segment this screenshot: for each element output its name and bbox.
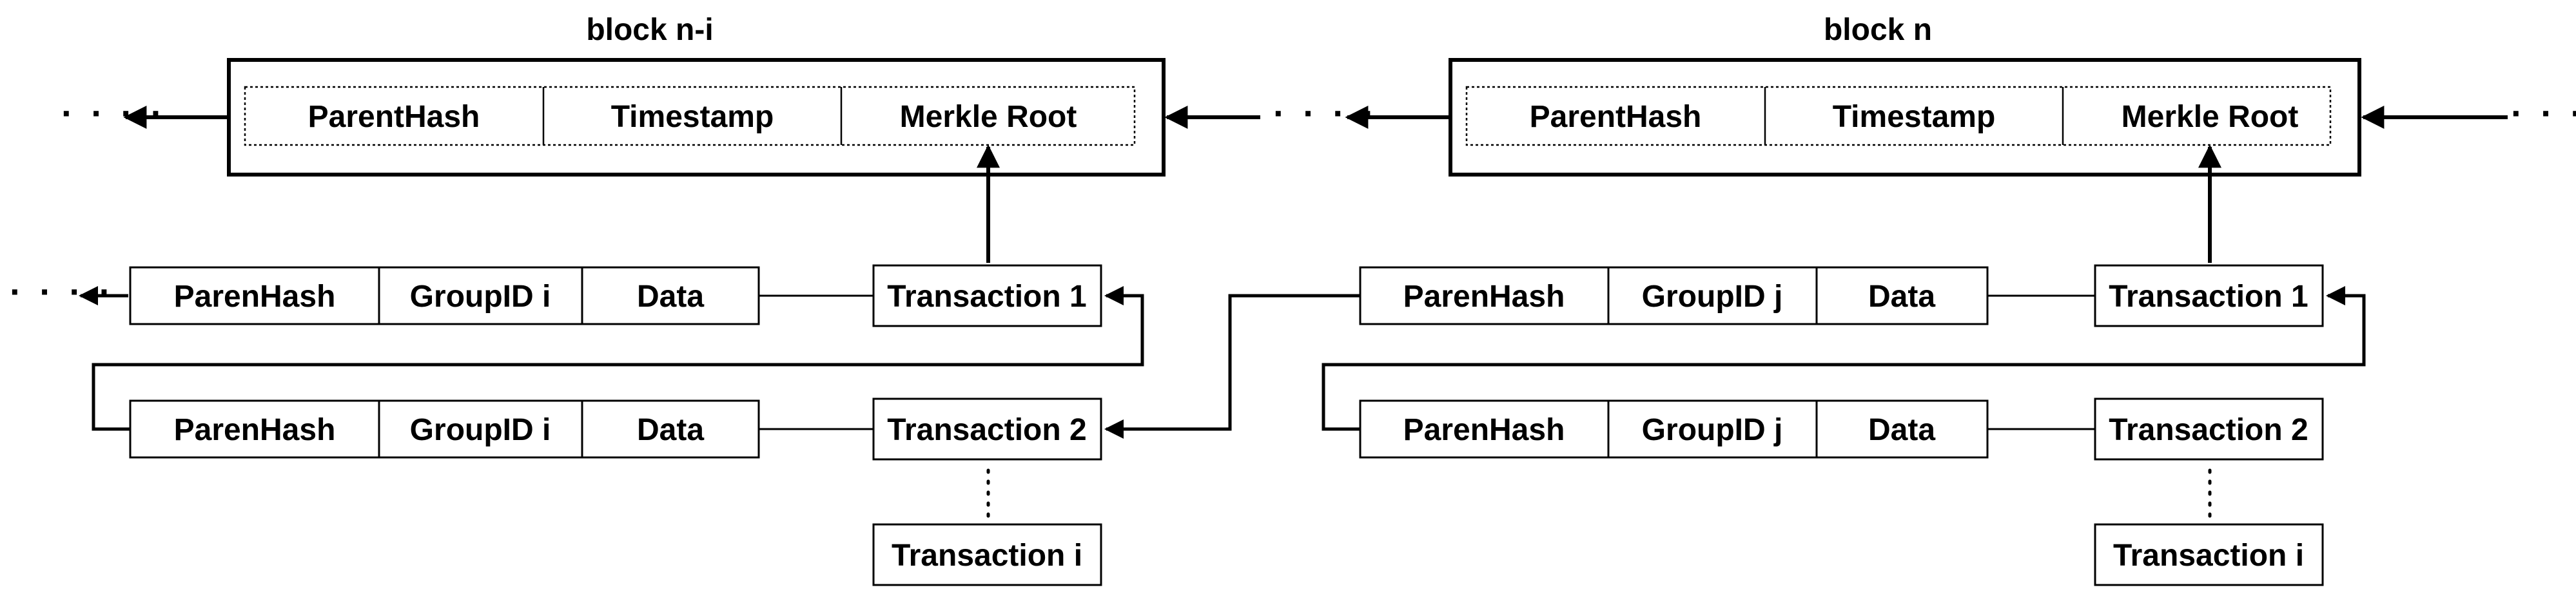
transaction-chain-left: ParenHash GroupID i Data Transaction 1 ·… [10,264,1144,586]
transaction-box [2094,398,2324,461]
continuation-dots: · · · · [10,271,115,312]
paren-hash-cell: ParenHash [174,413,336,447]
parent-hash-field: ParentHash [1530,100,1702,134]
block-frame [1449,58,2361,177]
group-id-cell: GroupID j [1642,280,1783,314]
transaction-chain-right: ParenHash GroupID j Data Transaction 1 P… [1322,264,2366,586]
group-id-cell: GroupID i [410,280,551,314]
transaction-label: Transaction 1 [887,280,1086,314]
group-id-cell: GroupID i [410,413,551,447]
block-title: block n [1824,13,1932,47]
data-cell: Data [1868,413,1935,447]
group-id-cell: GroupID j [1642,413,1783,447]
paren-hash-cell: ParenHash [1403,280,1565,314]
transaction-box [872,398,1102,461]
timestamp-field: Timestamp [611,100,774,134]
group-link-arrow [1322,286,2366,431]
transaction-box [2094,523,2324,586]
transaction-label: Transaction 1 [2109,280,2308,314]
block-header-frame [244,86,1136,146]
continuation-dots: · · · · [2511,93,2576,133]
block-n: block n ParentHash Timestamp Merkle Root [1449,13,2361,177]
block-title: block n-i [586,13,713,47]
block-frame [227,58,1166,177]
paren-hash-cell: ParenHash [1403,413,1565,447]
transaction-label: Transaction i [892,539,1082,573]
continuation-dots: · · · · [61,93,166,133]
paren-hash-cell: ParenHash [174,280,336,314]
data-cell: Data [1868,280,1935,314]
transaction-label: Transaction i [2113,539,2304,573]
data-cell: Data [637,413,704,447]
transaction-label: Transaction 2 [887,413,1086,447]
block-n-minus-i: block n-i ParentHash Timestamp Merkle Ro… [227,13,1166,177]
block-header-frame [1465,86,2332,146]
transaction-box [872,264,1102,327]
group-link-arrow [92,286,1144,431]
transaction-label: Transaction 2 [2109,413,2308,447]
cross-block-link-arrow [1104,294,1360,439]
data-cell: Data [637,280,704,314]
continuation-dots: · · · · [1273,93,1378,133]
transaction-box [2094,264,2324,327]
parent-hash-field: ParentHash [308,100,480,134]
merkle-root-field: Merkle Root [2122,100,2299,134]
merkle-root-field: Merkle Root [900,100,1077,134]
timestamp-field: Timestamp [1833,100,1996,134]
transaction-box [872,523,1102,586]
